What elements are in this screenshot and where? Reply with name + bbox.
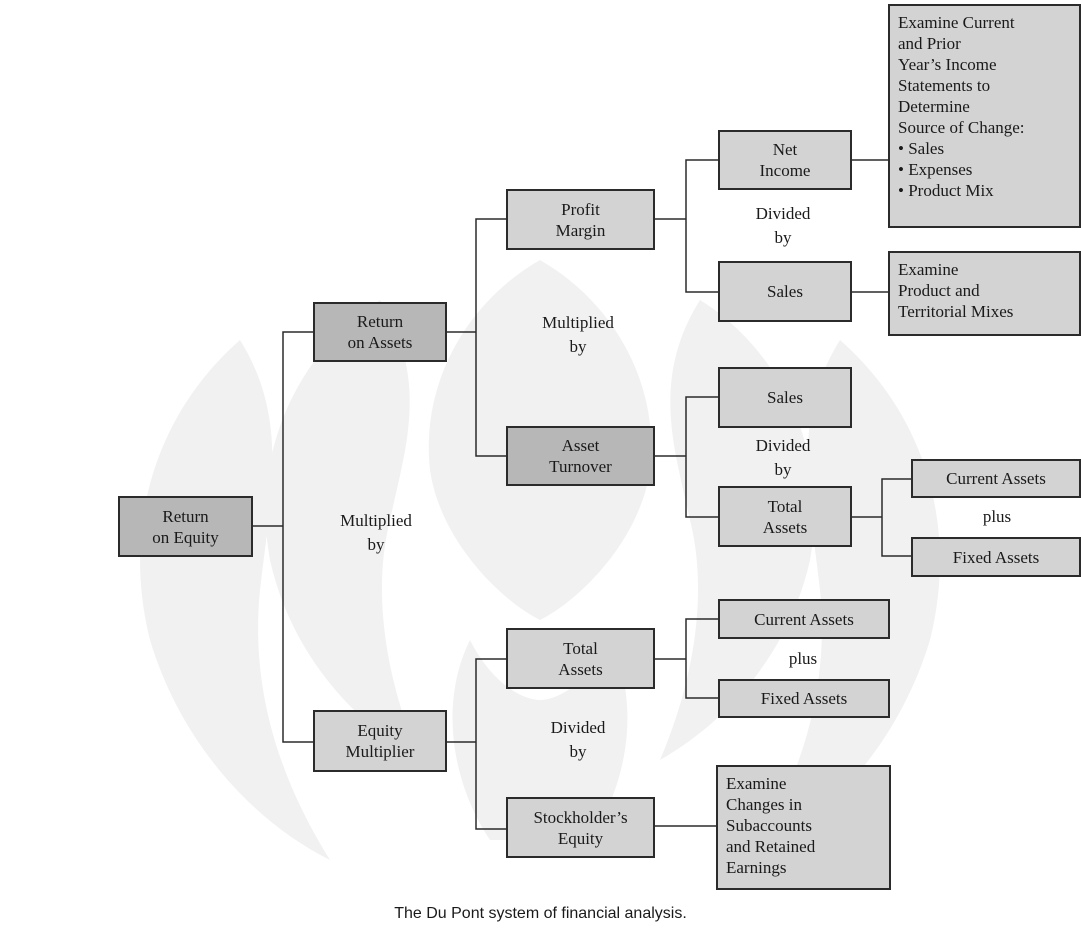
- operator-ta-plus: plus: [982, 507, 1012, 526]
- asset-turnover-box: Asset Turnover: [506, 426, 655, 486]
- operator-roa-multiplied: Multiplied by: [542, 313, 614, 356]
- figure-caption: The Du Pont system of financial analysis…: [394, 905, 687, 922]
- net-income-box: Net Income: [718, 130, 852, 190]
- current-assets-em-box: Current Assets: [718, 599, 890, 639]
- fixed-assets-em-box: Fixed Assets: [718, 679, 890, 718]
- product-mixes-note: Examine Product and Territorial Mixes: [888, 251, 1081, 336]
- total-assets-at-box: Total Assets: [718, 486, 852, 547]
- profit-margin-box: Profit Margin: [506, 189, 655, 250]
- income-statements-note: Examine Current and Prior Year’s Income …: [888, 4, 1081, 228]
- operator-em-plus: plus: [788, 649, 818, 668]
- operator-roe-multiplied: Multiplied by: [340, 511, 412, 554]
- current-assets-at-box: Current Assets: [911, 459, 1081, 498]
- operator-at-divided: Divided by: [755, 436, 811, 479]
- operator-em-divided: Divided by: [550, 718, 606, 761]
- sales-profit-margin-box: Sales: [718, 261, 852, 322]
- equity-multiplier-box: Equity Multiplier: [313, 710, 447, 772]
- return-on-assets-box: Return on Assets: [313, 302, 447, 362]
- return-on-equity-box: Return on Equity: [118, 496, 253, 557]
- fixed-assets-at-box: Fixed Assets: [911, 537, 1081, 577]
- total-assets-em-box: Total Assets: [506, 628, 655, 689]
- subaccounts-note: Examine Changes in Subaccounts and Retai…: [716, 765, 891, 890]
- stockholders-equity-box: Stockholder’s Equity: [506, 797, 655, 858]
- operator-pm-divided: Divided by: [755, 204, 811, 247]
- sales-asset-turnover-box: Sales: [718, 367, 852, 428]
